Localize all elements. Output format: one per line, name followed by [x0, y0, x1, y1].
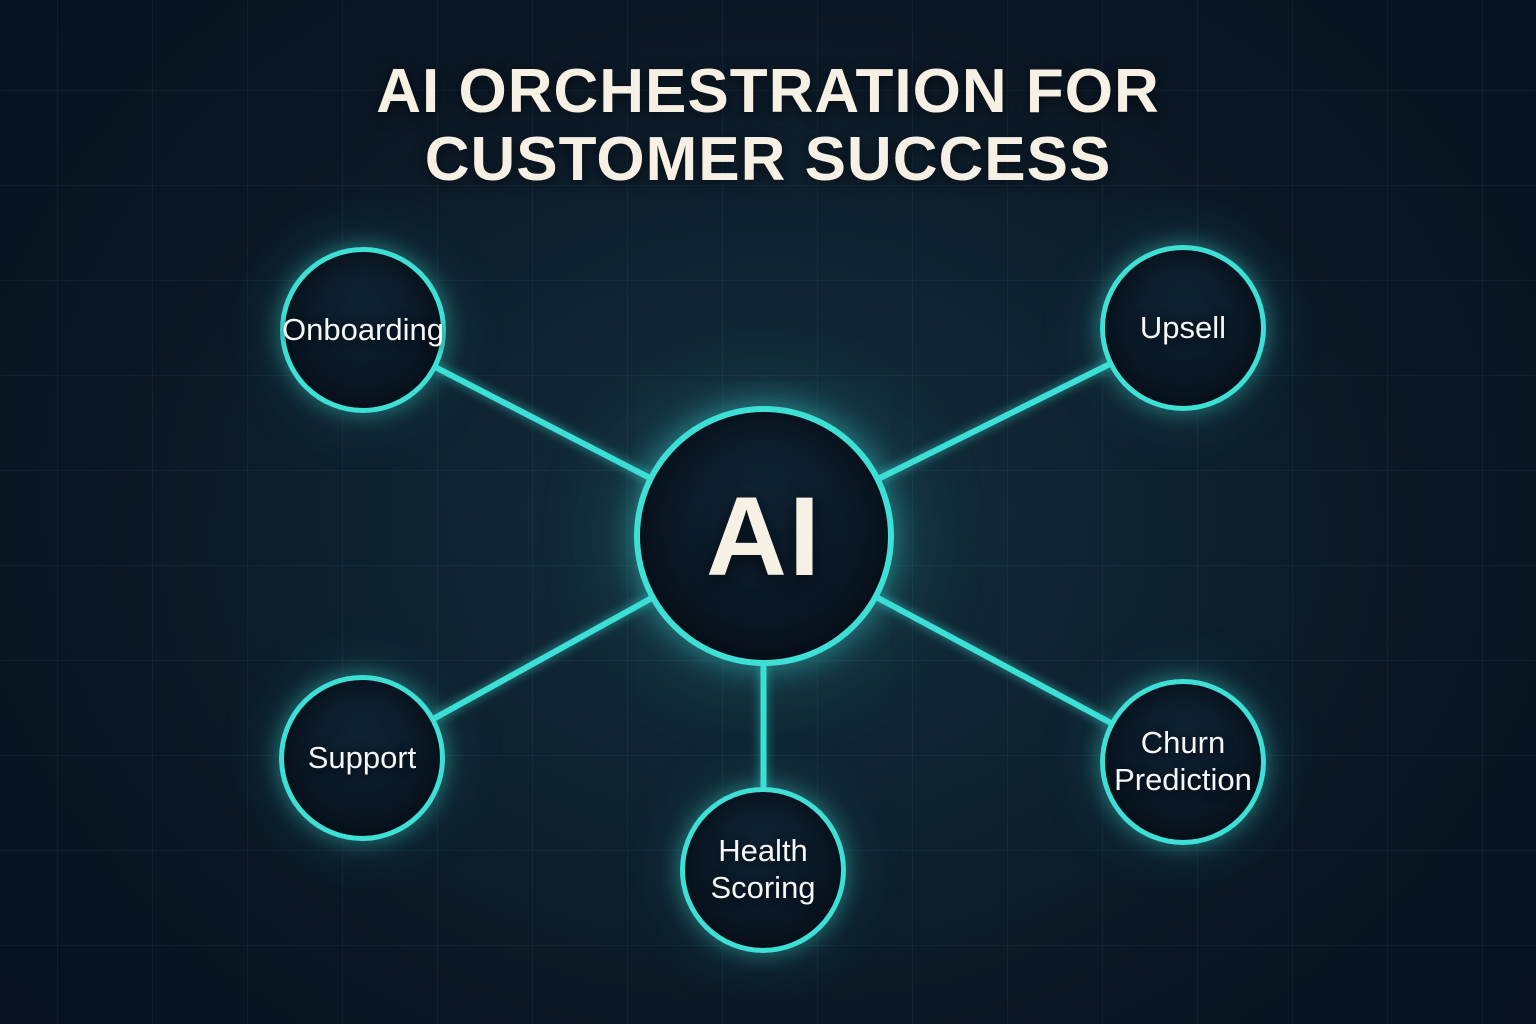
page-title: AI ORCHESTRATION FOR CUSTOMER SUCCESS	[376, 57, 1160, 195]
node-label: Support	[307, 739, 417, 775]
hub-node-label: AI	[706, 473, 822, 599]
node-label: Upsell	[1139, 309, 1227, 345]
node-churn-prediction: Churn Prediction	[1100, 679, 1266, 845]
node-support: Support	[279, 675, 445, 841]
connector-ai-onboarding	[434, 365, 651, 480]
connector-ai-churn-prediction	[875, 595, 1114, 726]
hub-node-ai: AI	[634, 406, 894, 666]
node-health-scoring: Health Scoring	[680, 787, 846, 953]
node-label: Health Scoring	[710, 833, 816, 905]
node-onboarding: Onboarding	[280, 247, 446, 413]
connector-ai-support	[432, 596, 653, 721]
connector-ai-upsell	[877, 361, 1113, 481]
node-label: Onboarding	[282, 311, 445, 347]
node-label: Churn Prediction	[1114, 725, 1252, 797]
node-upsell: Upsell	[1100, 245, 1266, 411]
